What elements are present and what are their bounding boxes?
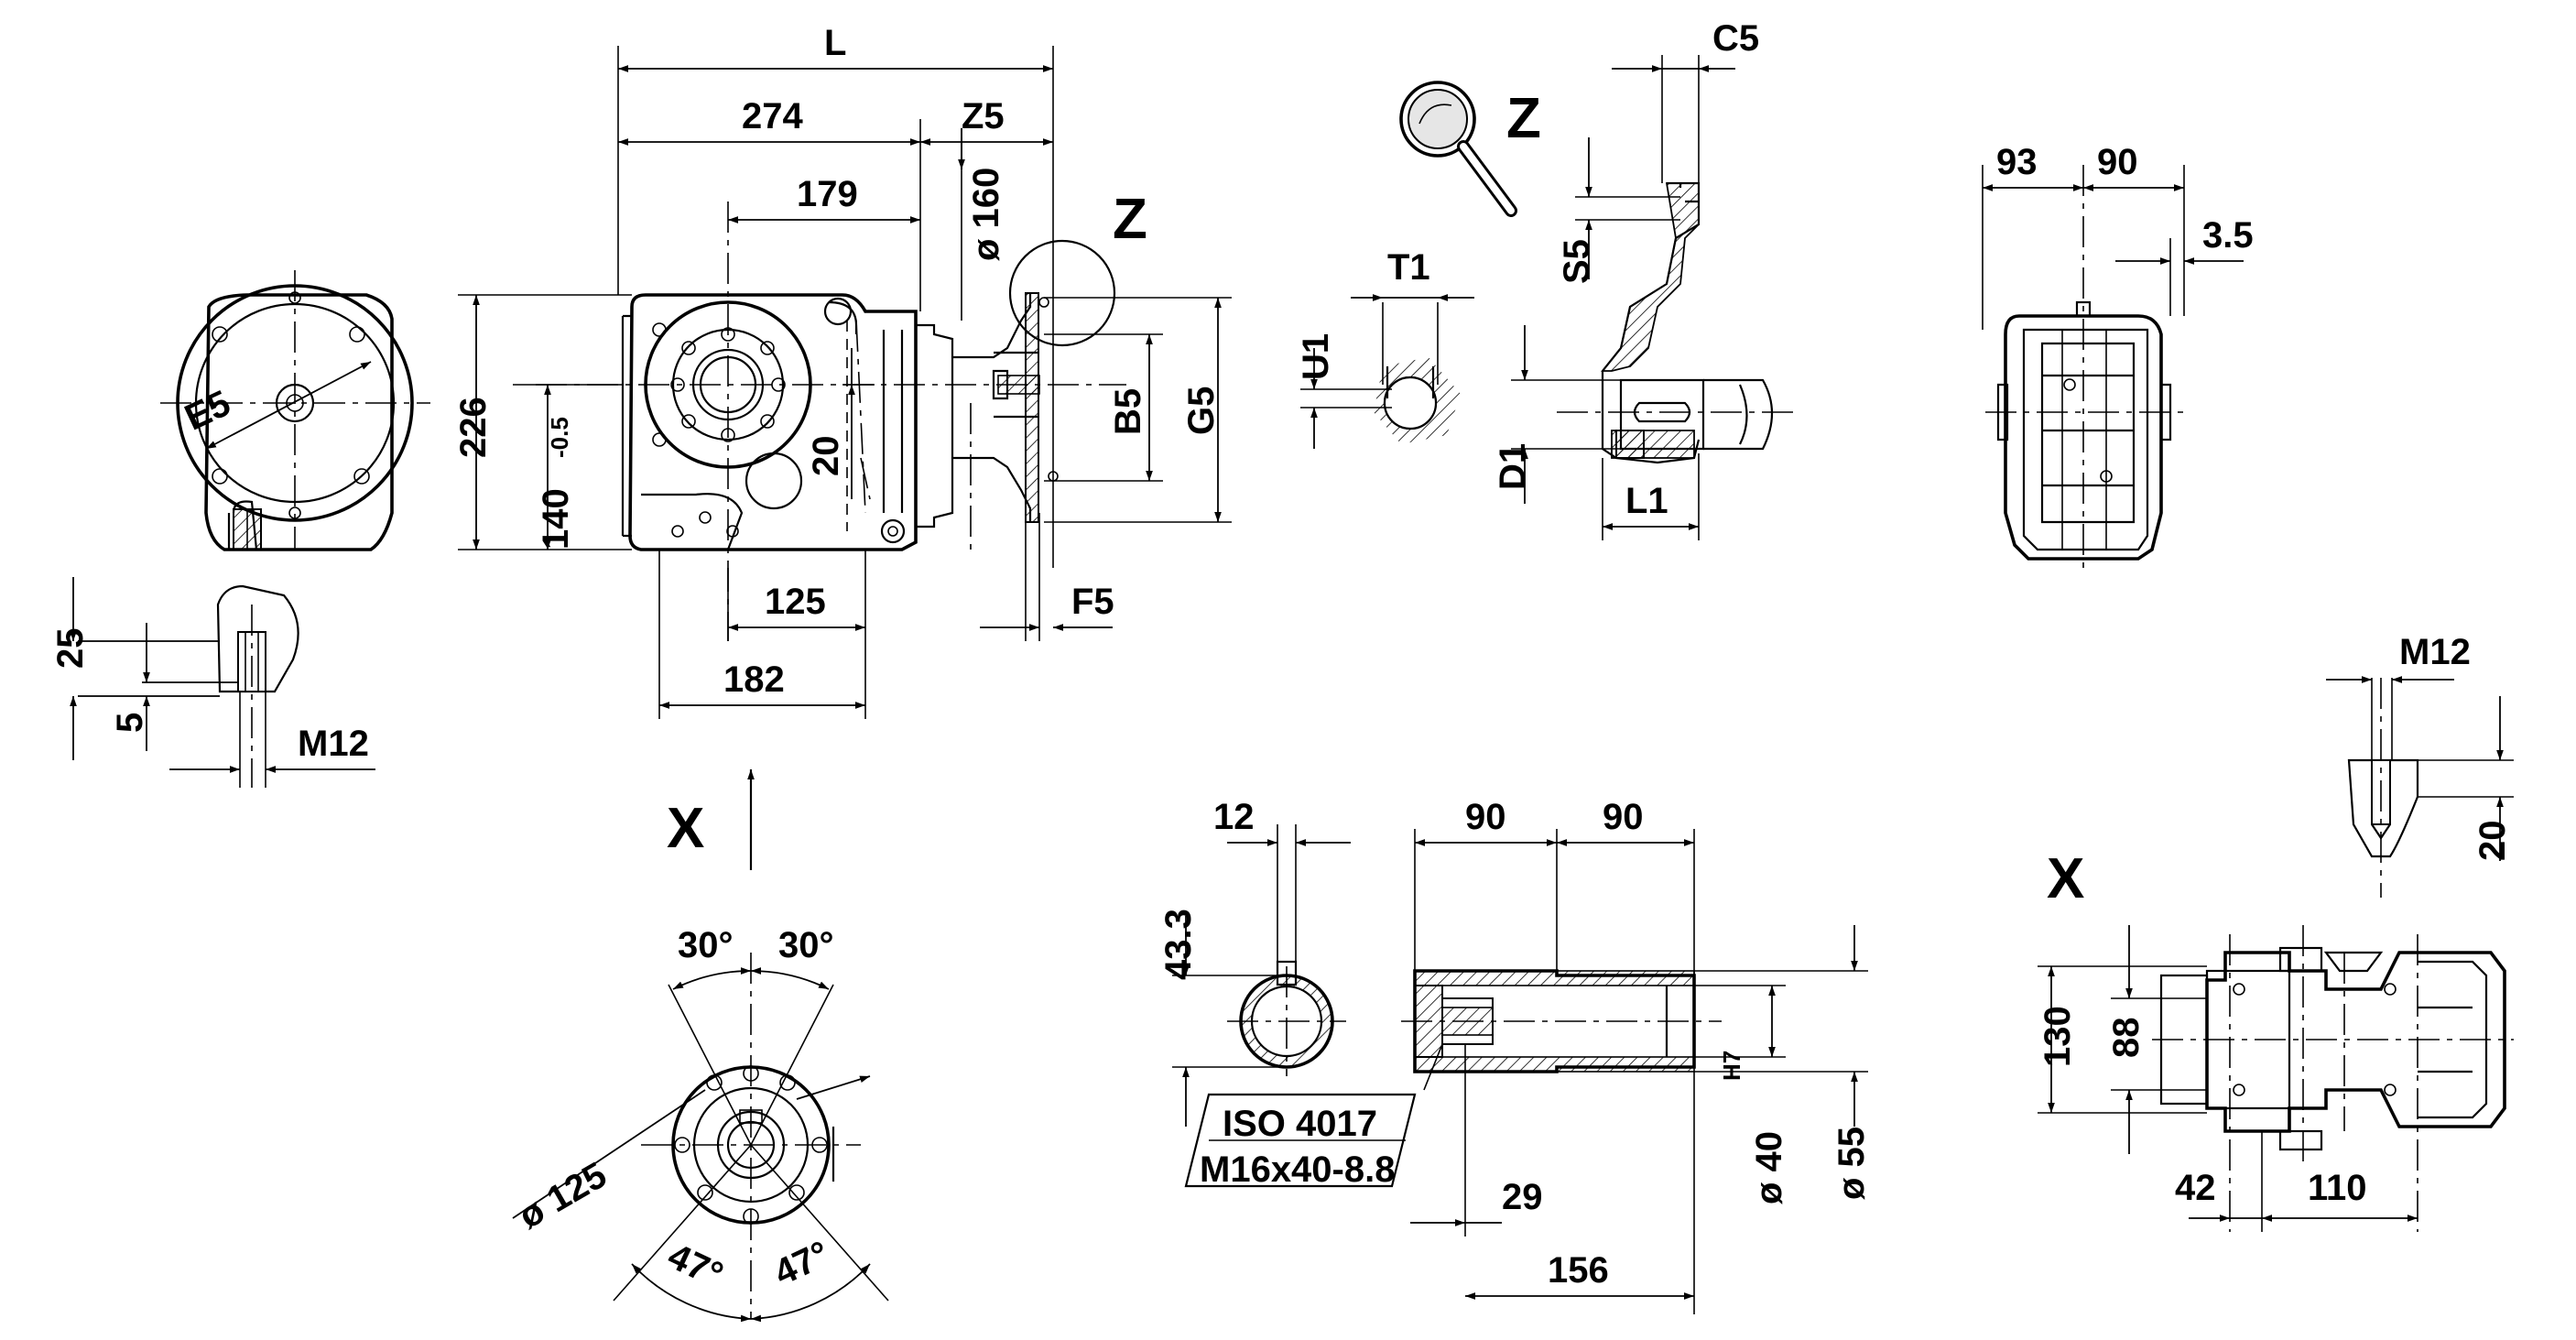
flange-bolt-pattern: 30° 30° ø 125 47° 47°: [512, 925, 889, 1323]
dim-h7: H7: [1718, 1051, 1745, 1081]
label-z-mag: Z: [1506, 87, 1541, 150]
dim-d1: D1: [1493, 443, 1533, 490]
dim-90-a: 90: [2097, 142, 2138, 182]
label-x-mid: X: [667, 797, 704, 860]
view-x-arrow: X: [667, 769, 755, 870]
dim-dia40: ø 40: [1749, 1131, 1789, 1204]
dim-l: L: [824, 23, 846, 63]
dim-156: 156: [1548, 1250, 1609, 1291]
dim-dia125: ø 125: [512, 1155, 614, 1237]
dim-20-b: 20: [2473, 821, 2513, 862]
dim-5: 5: [110, 713, 150, 733]
dim-m12-left: M12: [298, 724, 369, 764]
shaft-detail-z: Z T1 U1: [1296, 18, 1795, 540]
dim-u1: U1: [1296, 333, 1336, 380]
dim-l1: L1: [1625, 481, 1668, 521]
iso-4017-label: ISO 4017: [1223, 1104, 1377, 1144]
angle-47-b: 47°: [768, 1234, 835, 1293]
dim-e5: E5: [179, 383, 236, 439]
dim-dia55: ø 55: [1831, 1127, 1872, 1200]
dim-12: 12: [1213, 797, 1255, 837]
dim-130: 130: [2038, 1006, 2078, 1067]
dim-m12-right: M12: [2399, 632, 2471, 672]
dim-110: 110: [2308, 1168, 2367, 1208]
view-x-bottom: X 130 88 42 110: [2038, 847, 2514, 1232]
left-end-view: E5: [160, 270, 430, 551]
angle-30-b: 30°: [778, 925, 834, 965]
dim-90-b: 90: [1465, 797, 1506, 837]
dim-274: 274: [742, 96, 803, 136]
dim-3-5: 3.5: [2202, 215, 2254, 256]
dim-25: 25: [50, 628, 91, 670]
dim-179: 179: [797, 174, 858, 214]
angle-47-a: 47°: [662, 1236, 729, 1295]
dim-90-c: 90: [1603, 797, 1644, 837]
dim-29: 29: [1502, 1177, 1543, 1217]
dim-140: 140: [536, 488, 576, 550]
dim-140-tol: -0.5: [546, 417, 573, 458]
dim-b5: B5: [1108, 388, 1148, 435]
tapped-hole-detail-right: M12 20: [2326, 632, 2514, 898]
dim-125: 125: [765, 582, 826, 622]
tapped-hole-detail-left: 25 5 M12: [50, 577, 375, 788]
magnifier-icon: [1399, 81, 1517, 217]
main-front-view: L 274 Z5 179 ø 160 Z 226 140 -0.5 20 B5 …: [453, 23, 1232, 719]
label-x-right: X: [2047, 847, 2084, 910]
keyway-hatch: [1374, 357, 1461, 444]
dim-93: 93: [1996, 142, 2038, 182]
dim-dia160: ø 160: [966, 168, 1006, 261]
hollow-shaft-detail: 12 43.3 90 90 ISO 4017 M16x40: [1158, 797, 1872, 1314]
dim-226: 226: [453, 397, 494, 458]
dim-z5: Z5: [962, 96, 1005, 136]
dim-20: 20: [806, 436, 846, 477]
dim-s5: S5: [1557, 239, 1597, 284]
dim-t1: T1: [1387, 247, 1430, 288]
label-z-top: Z: [1113, 188, 1147, 251]
dim-88: 88: [2106, 1018, 2147, 1059]
dim-42: 42: [2175, 1168, 2216, 1208]
dim-f5: F5: [1071, 582, 1114, 622]
dim-182: 182: [723, 659, 785, 700]
dim-43-3: 43.3: [1158, 909, 1199, 980]
dim-c5: C5: [1712, 18, 1759, 59]
angle-30-a: 30°: [678, 925, 734, 965]
dim-g5: G5: [1181, 387, 1222, 435]
bolt-spec-label: M16x40-8.8: [1200, 1149, 1395, 1190]
right-side-view: 93 90 3.5: [1982, 142, 2254, 568]
